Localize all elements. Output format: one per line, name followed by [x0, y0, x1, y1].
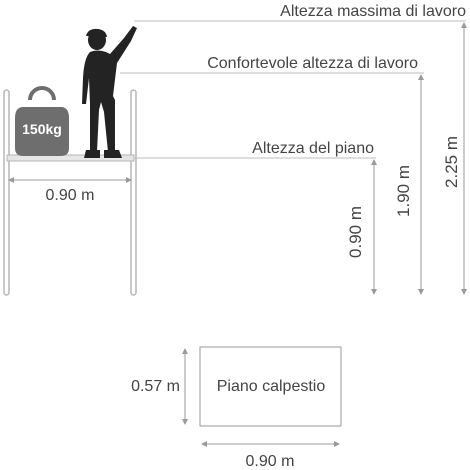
- deck-height-label: Altezza del piano: [252, 140, 374, 157]
- plan-depth-arrow: [182, 348, 188, 425]
- platform-width-label: 0.90 m: [46, 187, 95, 204]
- plan-label: Piano calpestio: [217, 378, 326, 395]
- left-post: [3, 89, 10, 296]
- right-post: [130, 89, 137, 296]
- comfort-dimension-arrow: [418, 74, 424, 295]
- weight-icon: [15, 86, 69, 156]
- deck-height-value: 0.90 m: [346, 206, 365, 258]
- plan-width-label: 0.90 m: [246, 453, 295, 470]
- comfort-height-value: 1.90 m: [394, 165, 413, 217]
- max-height-label: Altezza massima di lavoro: [280, 3, 466, 20]
- deck-dimension-arrow: [371, 159, 377, 295]
- plan-depth-label: 0.57 m: [131, 378, 180, 395]
- load-label: 150kg: [22, 121, 62, 137]
- max-height-value: 2.25 m: [442, 136, 461, 188]
- platform-width-arrow: [8, 177, 132, 183]
- scaffold-frame: [3, 89, 137, 296]
- comfort-height-label: Confortevole altezza di lavoro: [207, 55, 418, 72]
- worker-silhouette-icon: [82, 26, 137, 158]
- plan-width-arrow: [201, 441, 340, 447]
- plan-rectangle: [199, 346, 342, 427]
- max-dimension-arrow: [461, 22, 467, 295]
